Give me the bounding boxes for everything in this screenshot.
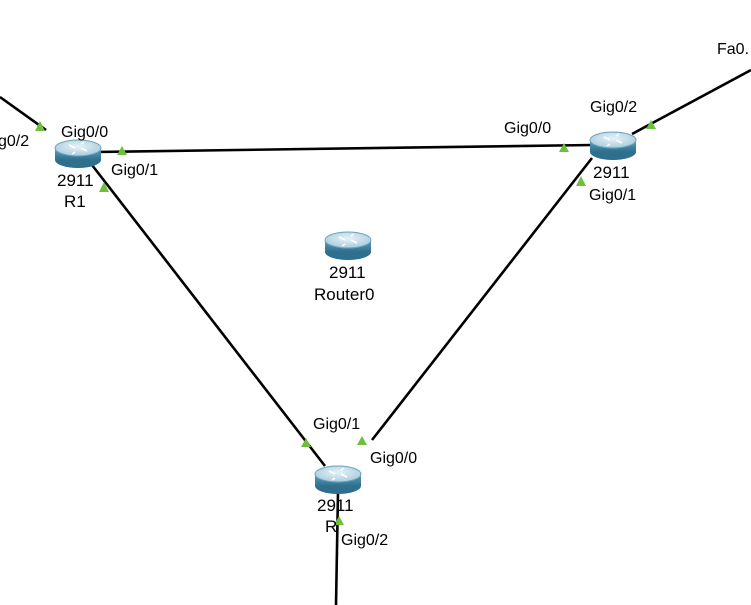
port-up-indicator — [357, 436, 367, 445]
port-label-r3-gig00: Gig0/0 — [370, 450, 418, 467]
link-r1-r3[interactable] — [90, 164, 327, 467]
router-r2-icon[interactable] — [589, 131, 637, 160]
device-name-r3: R — [325, 517, 338, 536]
router-r1-icon[interactable] — [54, 139, 102, 168]
port-label-r3-gig02: Gig0/2 — [341, 532, 389, 549]
device-model-router0: 2911 — [329, 263, 366, 282]
device-model-r2: 2911 — [593, 163, 630, 182]
port-up-indicator — [35, 121, 45, 131]
port-up-indicator — [646, 120, 656, 129]
port-up-indicator — [99, 182, 109, 192]
port-label-r2-fa: Fa0. — [717, 41, 750, 58]
link-r2-r3[interactable] — [370, 157, 594, 441]
port-up-indicator — [117, 146, 127, 155]
router-router0-icon[interactable] — [324, 231, 372, 260]
port-label-r2-gig01: Gig0/1 — [589, 187, 637, 204]
port-up-indicator — [559, 143, 569, 152]
port-up-indicator — [301, 438, 311, 447]
port-indicators — [35, 120, 656, 525]
port-label-r2-gig00: Gig0/0 — [504, 120, 552, 137]
port-label-r1-gig00: Gig0/0 — [61, 124, 109, 141]
router-r3-icon[interactable] — [314, 465, 362, 494]
link-r1-r2[interactable] — [94, 143, 593, 154]
port-up-indicator — [576, 176, 586, 186]
port-label-r1-gig01: Gig0/1 — [111, 162, 159, 179]
link-r3-down[interactable] — [334, 491, 340, 605]
port-label-r1-gig02: g0/2 — [0, 133, 30, 150]
links — [0, 68, 751, 605]
device-model-r3: 2911 — [317, 496, 354, 515]
port-label-r3-gig01: Gig0/1 — [313, 416, 361, 433]
port-label-r2-gig02: Gig0/2 — [590, 99, 638, 116]
device-model-r1: 2911 — [57, 171, 94, 190]
device-name-router0: Router0 — [314, 285, 375, 304]
device-name-r1: R1 — [64, 192, 86, 211]
port-up-indicator — [334, 516, 344, 525]
